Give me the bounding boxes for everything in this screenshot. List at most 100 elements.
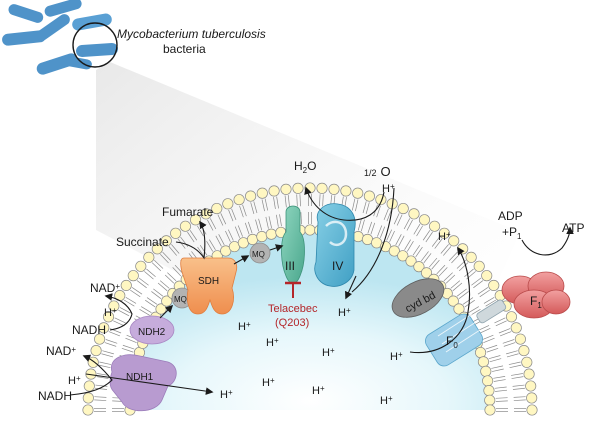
lipid-tail bbox=[208, 239, 216, 250]
lipid-head bbox=[481, 270, 493, 282]
lipid-tail bbox=[139, 308, 150, 316]
lipid-tail bbox=[360, 219, 365, 232]
lipid-head bbox=[211, 202, 223, 215]
lipid-tail bbox=[495, 400, 508, 402]
lipid-tail bbox=[228, 209, 234, 222]
lipid-tail bbox=[513, 396, 526, 398]
lipid-tail bbox=[98, 364, 111, 369]
lipid-tail bbox=[495, 397, 508, 399]
lipid-tail bbox=[154, 260, 164, 269]
proton-iv-arrow bbox=[345, 275, 357, 300]
lipid-head bbox=[200, 208, 212, 220]
lipid-tail bbox=[276, 196, 279, 209]
lipid-tail bbox=[299, 194, 301, 207]
proton-label: H+ bbox=[104, 306, 117, 319]
lipid-head bbox=[521, 356, 533, 368]
lipid-tail bbox=[498, 328, 511, 334]
lipid-tail bbox=[197, 246, 205, 258]
lipid-head bbox=[304, 224, 316, 236]
lipid-tail bbox=[227, 229, 234, 241]
lipid-head bbox=[316, 182, 328, 194]
lipid-tail bbox=[287, 195, 290, 208]
lipid-tail bbox=[255, 219, 260, 232]
lipid-tail bbox=[162, 251, 172, 262]
bacteria-subtitle: bacteria bbox=[163, 42, 206, 56]
lipid-tail bbox=[140, 306, 152, 314]
lipid-tail bbox=[108, 331, 121, 337]
nadh-bottom-arrow bbox=[69, 354, 113, 396]
lipid-head bbox=[179, 220, 191, 232]
lipid-tail bbox=[234, 226, 240, 238]
atp-synthase-stalk bbox=[476, 299, 507, 324]
lipid-tail bbox=[261, 199, 265, 212]
lipid-head bbox=[484, 404, 496, 416]
lipid-tail bbox=[495, 389, 508, 392]
lipid-tail bbox=[464, 268, 474, 277]
lipid-head bbox=[98, 322, 110, 334]
lipid-head bbox=[189, 214, 202, 226]
nadh-mid-arrow bbox=[104, 293, 133, 331]
lipid-tail bbox=[220, 213, 227, 225]
lipid-tail bbox=[362, 201, 367, 214]
lipid-tail bbox=[491, 368, 504, 372]
lipid-head bbox=[418, 214, 431, 226]
proton-label: H+ bbox=[382, 182, 395, 195]
ndh1-complex: NDH1 bbox=[109, 354, 177, 412]
lipid-tail bbox=[94, 399, 107, 401]
lipid-tail bbox=[123, 299, 135, 307]
lipid-tail bbox=[264, 198, 269, 211]
lipid-head bbox=[127, 270, 139, 282]
lipid-tail bbox=[96, 376, 109, 379]
lipid-head bbox=[477, 356, 489, 368]
lipid-head bbox=[245, 190, 257, 202]
bacteria-cluster bbox=[2, 0, 118, 75]
lipid-tail bbox=[151, 291, 162, 299]
lipid-tail bbox=[206, 240, 214, 252]
lipid-head bbox=[484, 394, 496, 406]
lipid-tail bbox=[458, 262, 469, 272]
lipid-tail bbox=[250, 202, 255, 214]
lipid-tail bbox=[386, 209, 392, 222]
lipid-tail bbox=[489, 358, 502, 363]
lipid-tail bbox=[512, 384, 525, 387]
lipid-tail bbox=[125, 337, 137, 343]
telacebec-inhibitor: Telacebec (Q203) bbox=[268, 281, 318, 329]
lipid-tail bbox=[398, 235, 405, 247]
lipid-head bbox=[82, 392, 94, 404]
lipid-head bbox=[143, 251, 155, 263]
nadh-bottom-label: NADH bbox=[38, 389, 72, 403]
lipid-head bbox=[352, 187, 364, 199]
lipid-tail bbox=[488, 355, 501, 360]
lipid-tail bbox=[482, 334, 494, 340]
lipid-tail bbox=[258, 218, 263, 231]
mq-label-1: MQ bbox=[174, 295, 187, 304]
sdh-label: SDH bbox=[198, 276, 219, 287]
lipid-tail bbox=[440, 244, 449, 254]
lipid-tail bbox=[483, 296, 495, 304]
lipid-tail bbox=[113, 320, 125, 327]
lipid-tail bbox=[159, 280, 170, 289]
lipid-tail bbox=[443, 272, 453, 282]
lipid-tail bbox=[436, 264, 446, 275]
lipid-tail bbox=[253, 201, 258, 214]
lipid-head bbox=[375, 194, 387, 206]
lipid-tail bbox=[322, 194, 324, 207]
lipid-head bbox=[447, 295, 459, 307]
lipid-tail bbox=[146, 297, 158, 305]
lipid-head bbox=[397, 250, 409, 262]
lipid-tail bbox=[450, 280, 461, 289]
lipid-head bbox=[510, 322, 522, 334]
lipid-head bbox=[526, 392, 538, 404]
lipid-head bbox=[453, 303, 465, 315]
proton-label: H+ bbox=[338, 306, 351, 319]
lipid-head bbox=[135, 260, 147, 272]
f1-label: F1 bbox=[530, 294, 542, 310]
f1-subunit: F1 bbox=[501, 271, 571, 319]
lipid-head bbox=[413, 261, 425, 273]
lipid-tail bbox=[406, 219, 413, 231]
proton-f0-arrow bbox=[409, 246, 471, 354]
lipid-tail bbox=[396, 214, 403, 226]
lipid-tail bbox=[471, 277, 482, 286]
lipid-tail bbox=[145, 299, 156, 308]
lipid-head bbox=[525, 380, 537, 392]
